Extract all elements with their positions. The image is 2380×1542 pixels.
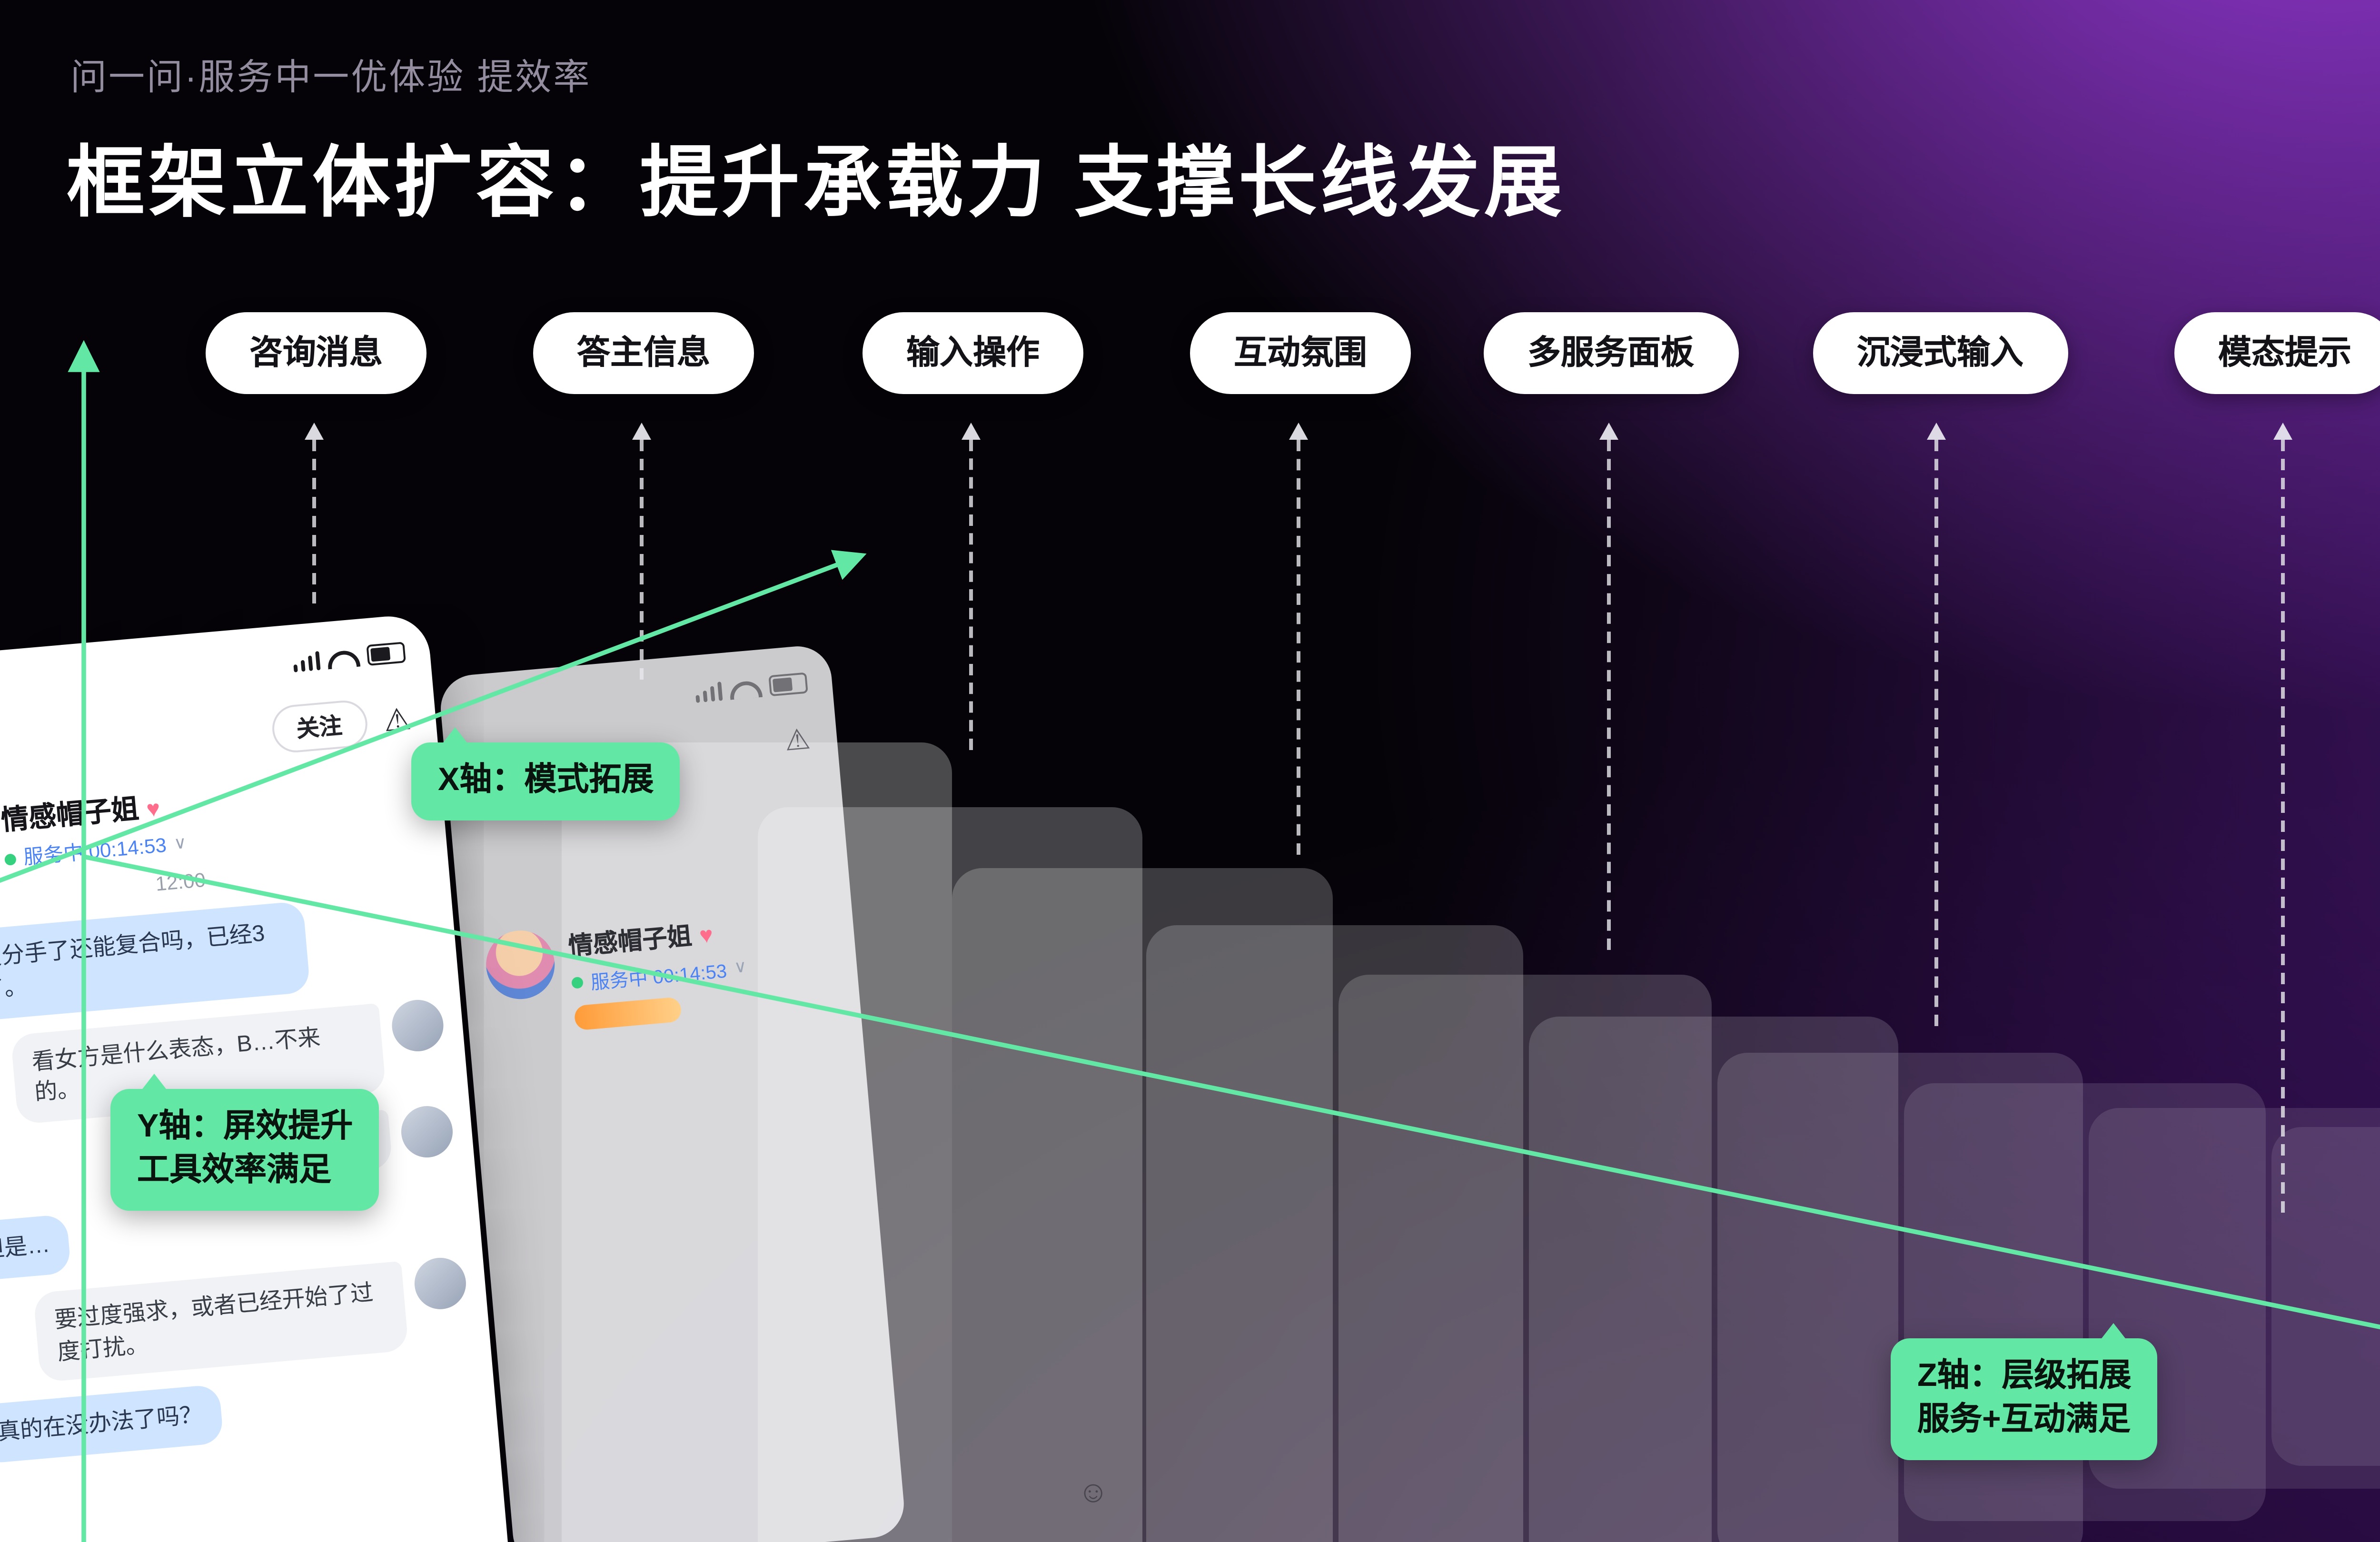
chat-header: 情感帽子姐♥ 服务中 00:14:53 ∨ bbox=[0, 783, 188, 881]
battery-icon bbox=[366, 642, 406, 666]
capability-pill-consult-message: 咨询消息 bbox=[206, 312, 426, 394]
dashed-arrow-2 bbox=[632, 423, 651, 680]
answerer-avatar bbox=[483, 928, 558, 1002]
dashed-arrow-5 bbox=[1599, 423, 1618, 950]
warning-icon: ⚠ bbox=[783, 723, 812, 758]
dashed-arrow-3 bbox=[962, 423, 981, 750]
status-bar-icons bbox=[291, 640, 406, 672]
heart-emoji: ♥ bbox=[698, 921, 714, 949]
answerer-info-card: 情感帽子姐♥ 服务中 00:14:53 ∨ bbox=[483, 911, 751, 1038]
capability-pill-service-panel: 多服务面板 bbox=[1484, 312, 1738, 394]
wifi-icon bbox=[729, 680, 763, 700]
x-axis-callout: X轴：模式拓展 bbox=[411, 727, 681, 820]
contact-name-text: 情感帽子姐 bbox=[0, 795, 140, 838]
wifi-icon bbox=[327, 649, 361, 670]
dashed-arrow-6 bbox=[1927, 423, 1946, 1026]
warning-icon: ⚠ bbox=[382, 703, 413, 738]
z-axis-callout-line1: Z轴：层级拓展 bbox=[1917, 1357, 2132, 1394]
z-axis-callout: Z轴：层级拓展 服务+互动满足 bbox=[1891, 1323, 2158, 1460]
chat-bubble-outgoing: 朋友分手了还能复合吗，已经3年了。 bbox=[0, 900, 311, 1024]
signal-icon bbox=[291, 651, 321, 672]
follow-button[interactable]: 关注 bbox=[269, 699, 369, 755]
callout-tail bbox=[442, 727, 468, 744]
answerer-level-badge bbox=[574, 997, 682, 1031]
battery-icon bbox=[768, 672, 808, 697]
online-dot bbox=[4, 852, 17, 865]
callout-tail bbox=[141, 1074, 168, 1091]
slide-eyebrow: 问一问·服务中一优体验 提效率 bbox=[70, 59, 592, 99]
answerer-avatar-small bbox=[412, 1255, 468, 1311]
arrow-up-icon bbox=[1927, 423, 1946, 440]
capability-pill-modal-prompt: 模态提示 bbox=[2174, 312, 2380, 394]
answerer-avatar-small bbox=[399, 1104, 455, 1160]
callout-tail bbox=[2101, 1323, 2128, 1340]
chat-bubble-outgoing: 但是… bbox=[0, 1214, 71, 1282]
chat-bubble-incoming: 要过度强求，或者已经开始了过度打扰。 bbox=[33, 1260, 409, 1384]
arrow-up-icon bbox=[2273, 423, 2292, 440]
page-title: 框架立体扩容：提升承载力 支撑长线发展 bbox=[67, 139, 1566, 227]
chat-bubble-outgoing: 真的在没办法了吗？ bbox=[0, 1384, 224, 1465]
z-axis-callout-line2: 服务+互动满足 bbox=[1917, 1401, 2131, 1437]
service-timer: 服务中 00:14:53 bbox=[22, 834, 168, 870]
heart-emoji: ♥ bbox=[145, 795, 161, 823]
y-axis-callout: Y轴：屏效提升 工具效率满足 bbox=[110, 1074, 380, 1211]
capability-pill-immersive-input: 沉浸式输入 bbox=[1813, 312, 2067, 394]
online-dot bbox=[571, 975, 584, 988]
capability-pill-interaction: 互动氛围 bbox=[1190, 312, 1411, 394]
arrow-up-icon bbox=[962, 423, 981, 440]
arrow-up-icon bbox=[1289, 423, 1308, 440]
contact-name: 情感帽子姐♥ bbox=[0, 783, 185, 839]
x-axis-callout-text: X轴：模式拓展 bbox=[438, 761, 654, 798]
dashed-arrow-1 bbox=[305, 423, 324, 603]
status-bar-icons bbox=[694, 671, 808, 703]
answerer-name-text: 情感帽子姐 bbox=[567, 921, 693, 961]
signal-icon bbox=[694, 682, 723, 703]
dashed-arrow-7 bbox=[2273, 423, 2292, 1213]
arrow-up-icon bbox=[305, 423, 324, 440]
dashed-arrow-4 bbox=[1289, 423, 1308, 855]
answerer-avatar-small bbox=[389, 997, 446, 1053]
chevron-down-icon: ∨ bbox=[733, 956, 748, 977]
y-axis-callout-line2: 工具效率满足 bbox=[137, 1151, 331, 1188]
capability-pill-input-actions: 输入操作 bbox=[863, 312, 1083, 394]
y-axis-callout-line1: Y轴：屏效提升 bbox=[137, 1108, 353, 1144]
emoji-smiley-icon[interactable]: ☺ bbox=[1078, 1477, 1109, 1510]
chevron-down-icon: ∨ bbox=[173, 832, 188, 853]
arrow-up-icon bbox=[1599, 423, 1618, 440]
capability-pill-answerer-info: 答主信息 bbox=[533, 312, 754, 394]
service-timer: 服务中 00:14:53 bbox=[590, 962, 728, 995]
arrow-up-icon bbox=[632, 423, 651, 440]
